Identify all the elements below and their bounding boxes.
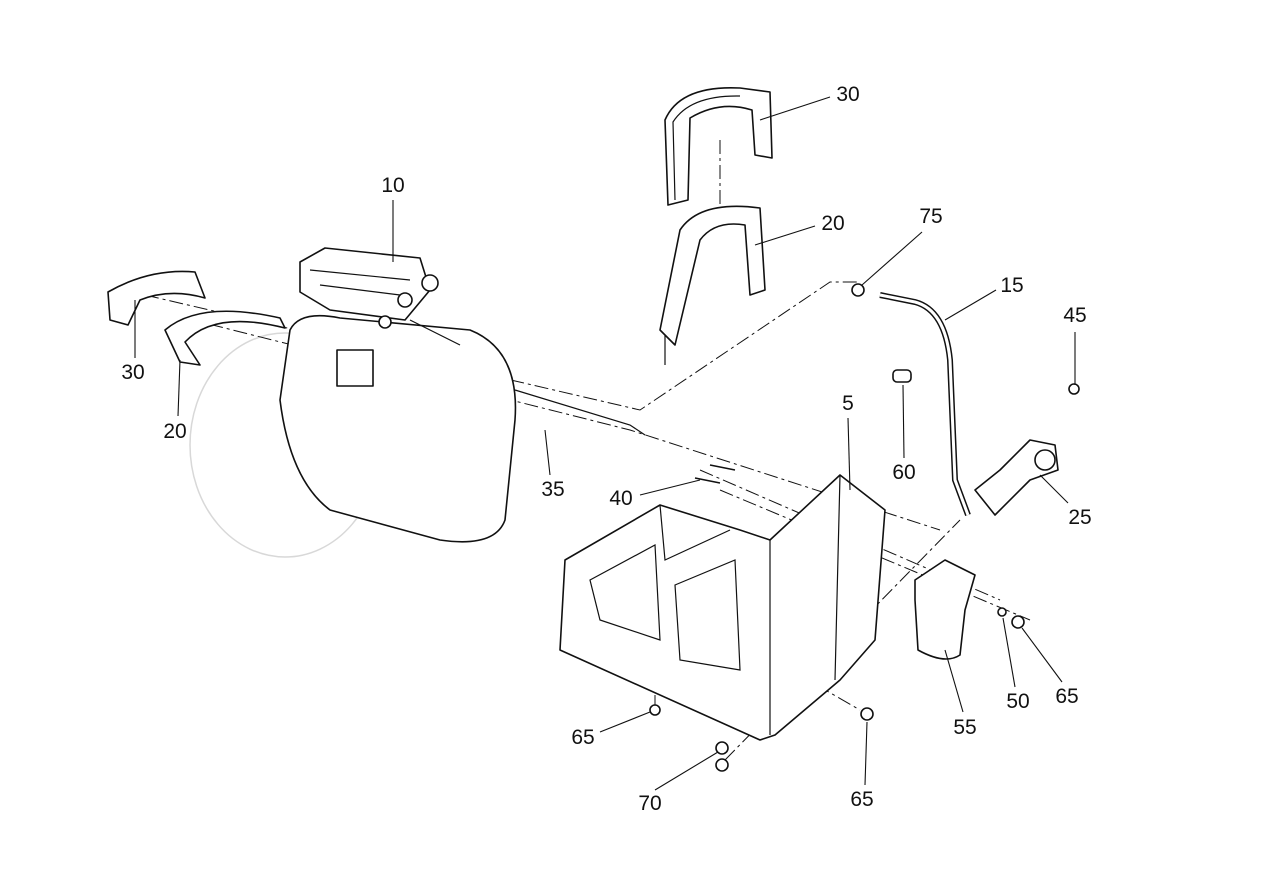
washer-50: [997, 607, 1007, 617]
callout-65: 65: [850, 788, 874, 811]
callout-20: 20: [821, 212, 845, 235]
valve-block-10: [299, 247, 431, 321]
mounting-bracket-5: [559, 474, 886, 741]
fitting-45: [1068, 383, 1080, 395]
callout-35: 35: [541, 478, 565, 501]
filter-55: [914, 559, 976, 660]
nut-70: [715, 741, 729, 755]
fuel-tank: [279, 314, 517, 543]
callout-75: 75: [919, 205, 943, 228]
clip-60: [892, 369, 912, 383]
callout-25: 25: [1068, 506, 1092, 529]
strap-30-upper: [664, 86, 773, 206]
nut-65: [1011, 615, 1025, 629]
strap-30-left: [107, 270, 206, 326]
callout-70: 70: [638, 792, 662, 815]
strap-20-upper: [659, 205, 766, 346]
callout-30: 30: [121, 361, 145, 384]
clamp-75: [851, 283, 865, 297]
nut-65: [860, 707, 874, 721]
bolt-40: [694, 464, 736, 484]
callout-20: 20: [163, 420, 187, 443]
callout-60: 60: [892, 461, 916, 484]
callout-50: 50: [1006, 690, 1030, 713]
callout-5: 5: [842, 392, 854, 415]
callout-15: 15: [1000, 274, 1024, 297]
hose-15: [879, 293, 970, 516]
rod-35: [514, 389, 646, 436]
callout-40: 40: [609, 487, 633, 510]
nut-70: [715, 758, 729, 772]
callout-65: 65: [1055, 685, 1079, 708]
callout-45: 45: [1063, 304, 1087, 327]
callout-10: 10: [381, 174, 405, 197]
nut-65: [649, 704, 661, 716]
callout-30: 30: [836, 83, 860, 106]
strap-20-left: [164, 310, 286, 366]
callout-65: 65: [571, 726, 595, 749]
callout-55: 55: [953, 716, 977, 739]
tank-label-plate: [336, 349, 374, 387]
leader-lines: [134, 96, 1076, 791]
